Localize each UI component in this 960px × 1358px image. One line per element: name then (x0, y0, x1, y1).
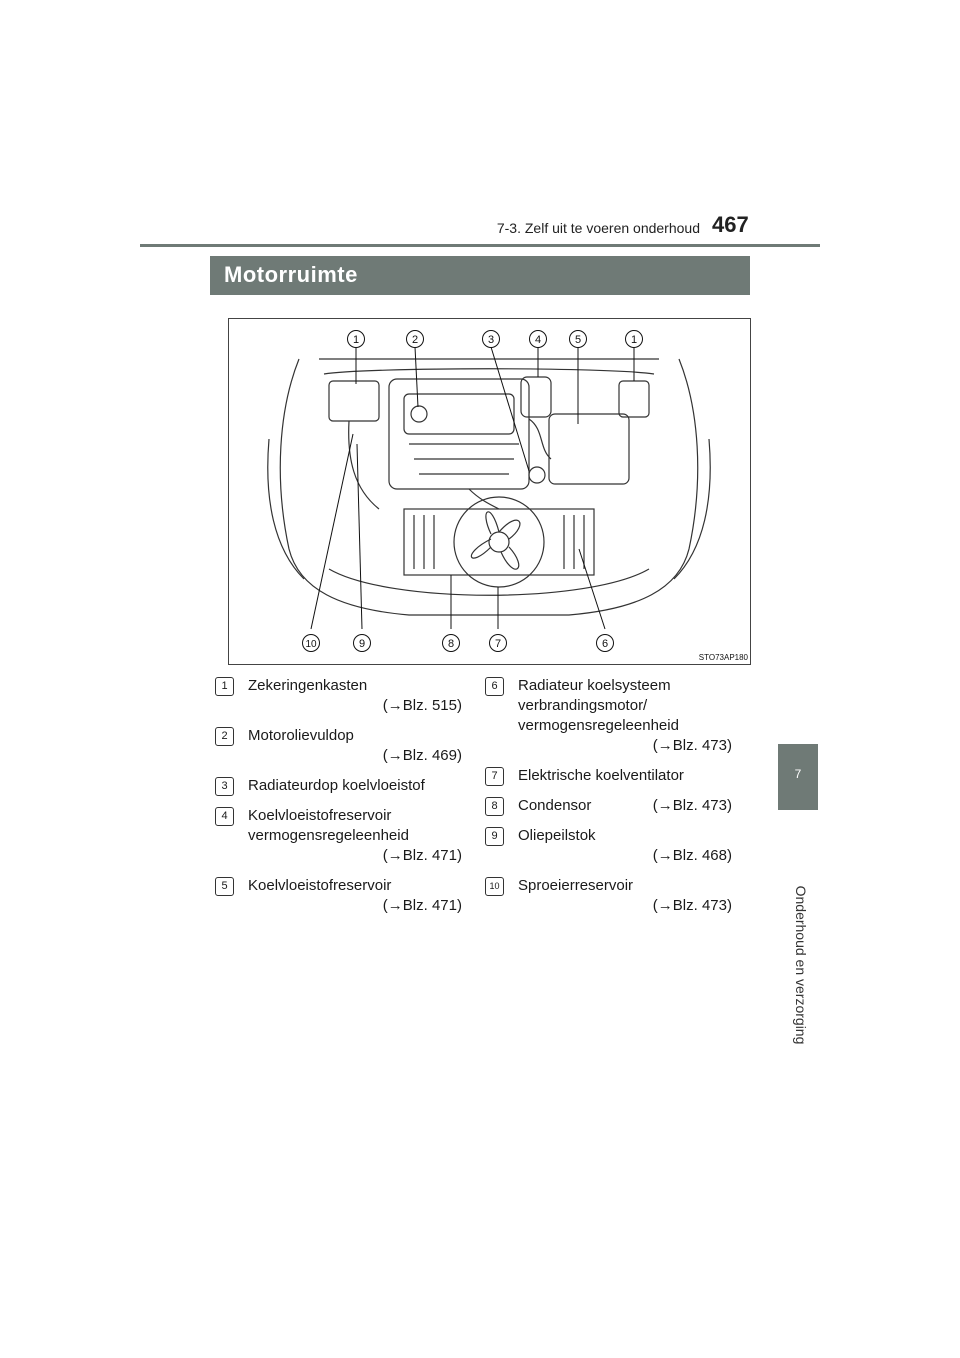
legend-label: Radiateurdop koelvloeistof (248, 777, 425, 794)
callout-1-top-right: 1 (625, 330, 643, 348)
callout-7: 7 (489, 634, 507, 652)
legend-item-3: 3 Radiateurdop koelvloeistof (215, 776, 462, 796)
legend-list-right: 6 Radiateur koelsysteem verbrandingsmoto… (485, 676, 732, 926)
page-reference[interactable]: (→Blz. 473) (652, 737, 732, 754)
page-reference[interactable]: (→Blz. 471) (382, 897, 462, 914)
callout-5: 5 (569, 330, 587, 348)
legend-item-8: 8 Condensor (→Blz. 473) (485, 796, 732, 816)
legend-label: Condensor (518, 797, 592, 814)
svg-text:2: 2 (412, 334, 418, 346)
svg-text:4: 4 (535, 334, 541, 346)
chapter-tab[interactable]: 7 (778, 744, 818, 810)
legend-number: 9 (485, 827, 504, 846)
legend-item-10: 10 Sproeierreservoir (→Blz. 473) (485, 876, 732, 916)
legend-label: Radiateur koelsysteem (518, 677, 671, 694)
svg-text:10: 10 (305, 639, 317, 650)
legend-label: Oliepeilstok (518, 827, 596, 844)
chapter-tab-label: Onderhoud en verzorging (793, 885, 809, 1045)
page-number: 467 (712, 212, 749, 237)
callout-2: 2 (406, 330, 424, 348)
section-title-bar: Motorruimte (210, 256, 750, 295)
header-divider (140, 244, 820, 247)
svg-text:1: 1 (631, 334, 637, 346)
svg-text:6: 6 (602, 638, 608, 650)
legend-item-6: 6 Radiateur koelsysteem verbrandingsmoto… (485, 676, 732, 756)
page-reference[interactable]: (→Blz. 471) (382, 847, 462, 864)
svg-text:7: 7 (495, 638, 501, 650)
legend-item-5: 5 Koelvloeistofreservoir (→Blz. 471) (215, 876, 462, 916)
legend-number: 6 (485, 677, 504, 696)
callout-9: 9 (353, 634, 371, 652)
legend-number: 1 (215, 677, 234, 696)
engine-bay-figure: 1 2 3 4 5 1 10 9 8 7 6 STO73AP180 (228, 318, 751, 665)
legend-label-line-2: verbrandingsmotor/ (518, 697, 648, 714)
legend-item-7: 7 Elektrische koelventilator (485, 766, 732, 786)
legend-item-1: 1 Zekeringenkasten (→Blz. 515) (215, 676, 462, 716)
engine-bay-illustration: 1 2 3 4 5 1 10 9 8 7 6 (267, 330, 711, 652)
legend-number: 5 (215, 877, 234, 896)
page-reference[interactable]: (→Blz. 473) (652, 897, 732, 914)
callout-4: 4 (529, 330, 547, 348)
legend-number: 7 (485, 767, 504, 786)
callout-8: 8 (442, 634, 460, 652)
page-reference[interactable]: (→Blz. 515) (382, 697, 462, 714)
legend-number: 2 (215, 727, 234, 746)
svg-text:1: 1 (353, 334, 359, 346)
page-reference[interactable]: (→Blz. 473) (652, 797, 732, 814)
legend-number: 10 (485, 877, 504, 896)
legend-label: Koelvloeistofreservoir (248, 877, 392, 894)
legend-label: Sproeierreservoir (518, 877, 634, 894)
figure-code: STO73AP180 (698, 653, 748, 662)
legend-label: Elektrische koelventilator (518, 767, 684, 784)
legend-label: Zekeringenkasten (248, 677, 368, 694)
svg-text:3: 3 (488, 334, 494, 346)
legend-item-4: 4 Koelvloeistofreservoir vermogensregele… (215, 806, 462, 866)
page-reference[interactable]: (→Blz. 468) (652, 847, 732, 864)
legend-number: 4 (215, 807, 234, 826)
legend-item-2: 2 Motorolievuldop (→Blz. 469) (215, 726, 462, 766)
legend-list-left: 1 Zekeringenkasten (→Blz. 515) 2 Motorol… (215, 676, 462, 926)
legend-label: Motorolievuldop (248, 727, 354, 744)
svg-text:5: 5 (575, 334, 581, 346)
svg-text:9: 9 (359, 638, 365, 650)
page-reference[interactable]: (→Blz. 469) (382, 747, 462, 764)
legend-item-9: 9 Oliepeilstok (→Blz. 468) (485, 826, 732, 866)
legend-number: 3 (215, 777, 234, 796)
legend-label-line-2: vermogensregeleenheid (248, 827, 409, 844)
callout-10: 10 (302, 634, 320, 652)
legend-label: Koelvloeistofreservoir (248, 807, 392, 824)
callout-1-top: 1 (347, 330, 365, 348)
callout-3: 3 (482, 330, 500, 348)
running-header-section: 7-3. Zelf uit te voeren onderhoud (496, 220, 700, 236)
callout-6: 6 (596, 634, 614, 652)
svg-text:8: 8 (448, 638, 454, 650)
legend-label-line-3: vermogensregeleenheid (518, 717, 679, 734)
legend-number: 8 (485, 797, 504, 816)
section-title: Motorruimte (224, 262, 358, 287)
